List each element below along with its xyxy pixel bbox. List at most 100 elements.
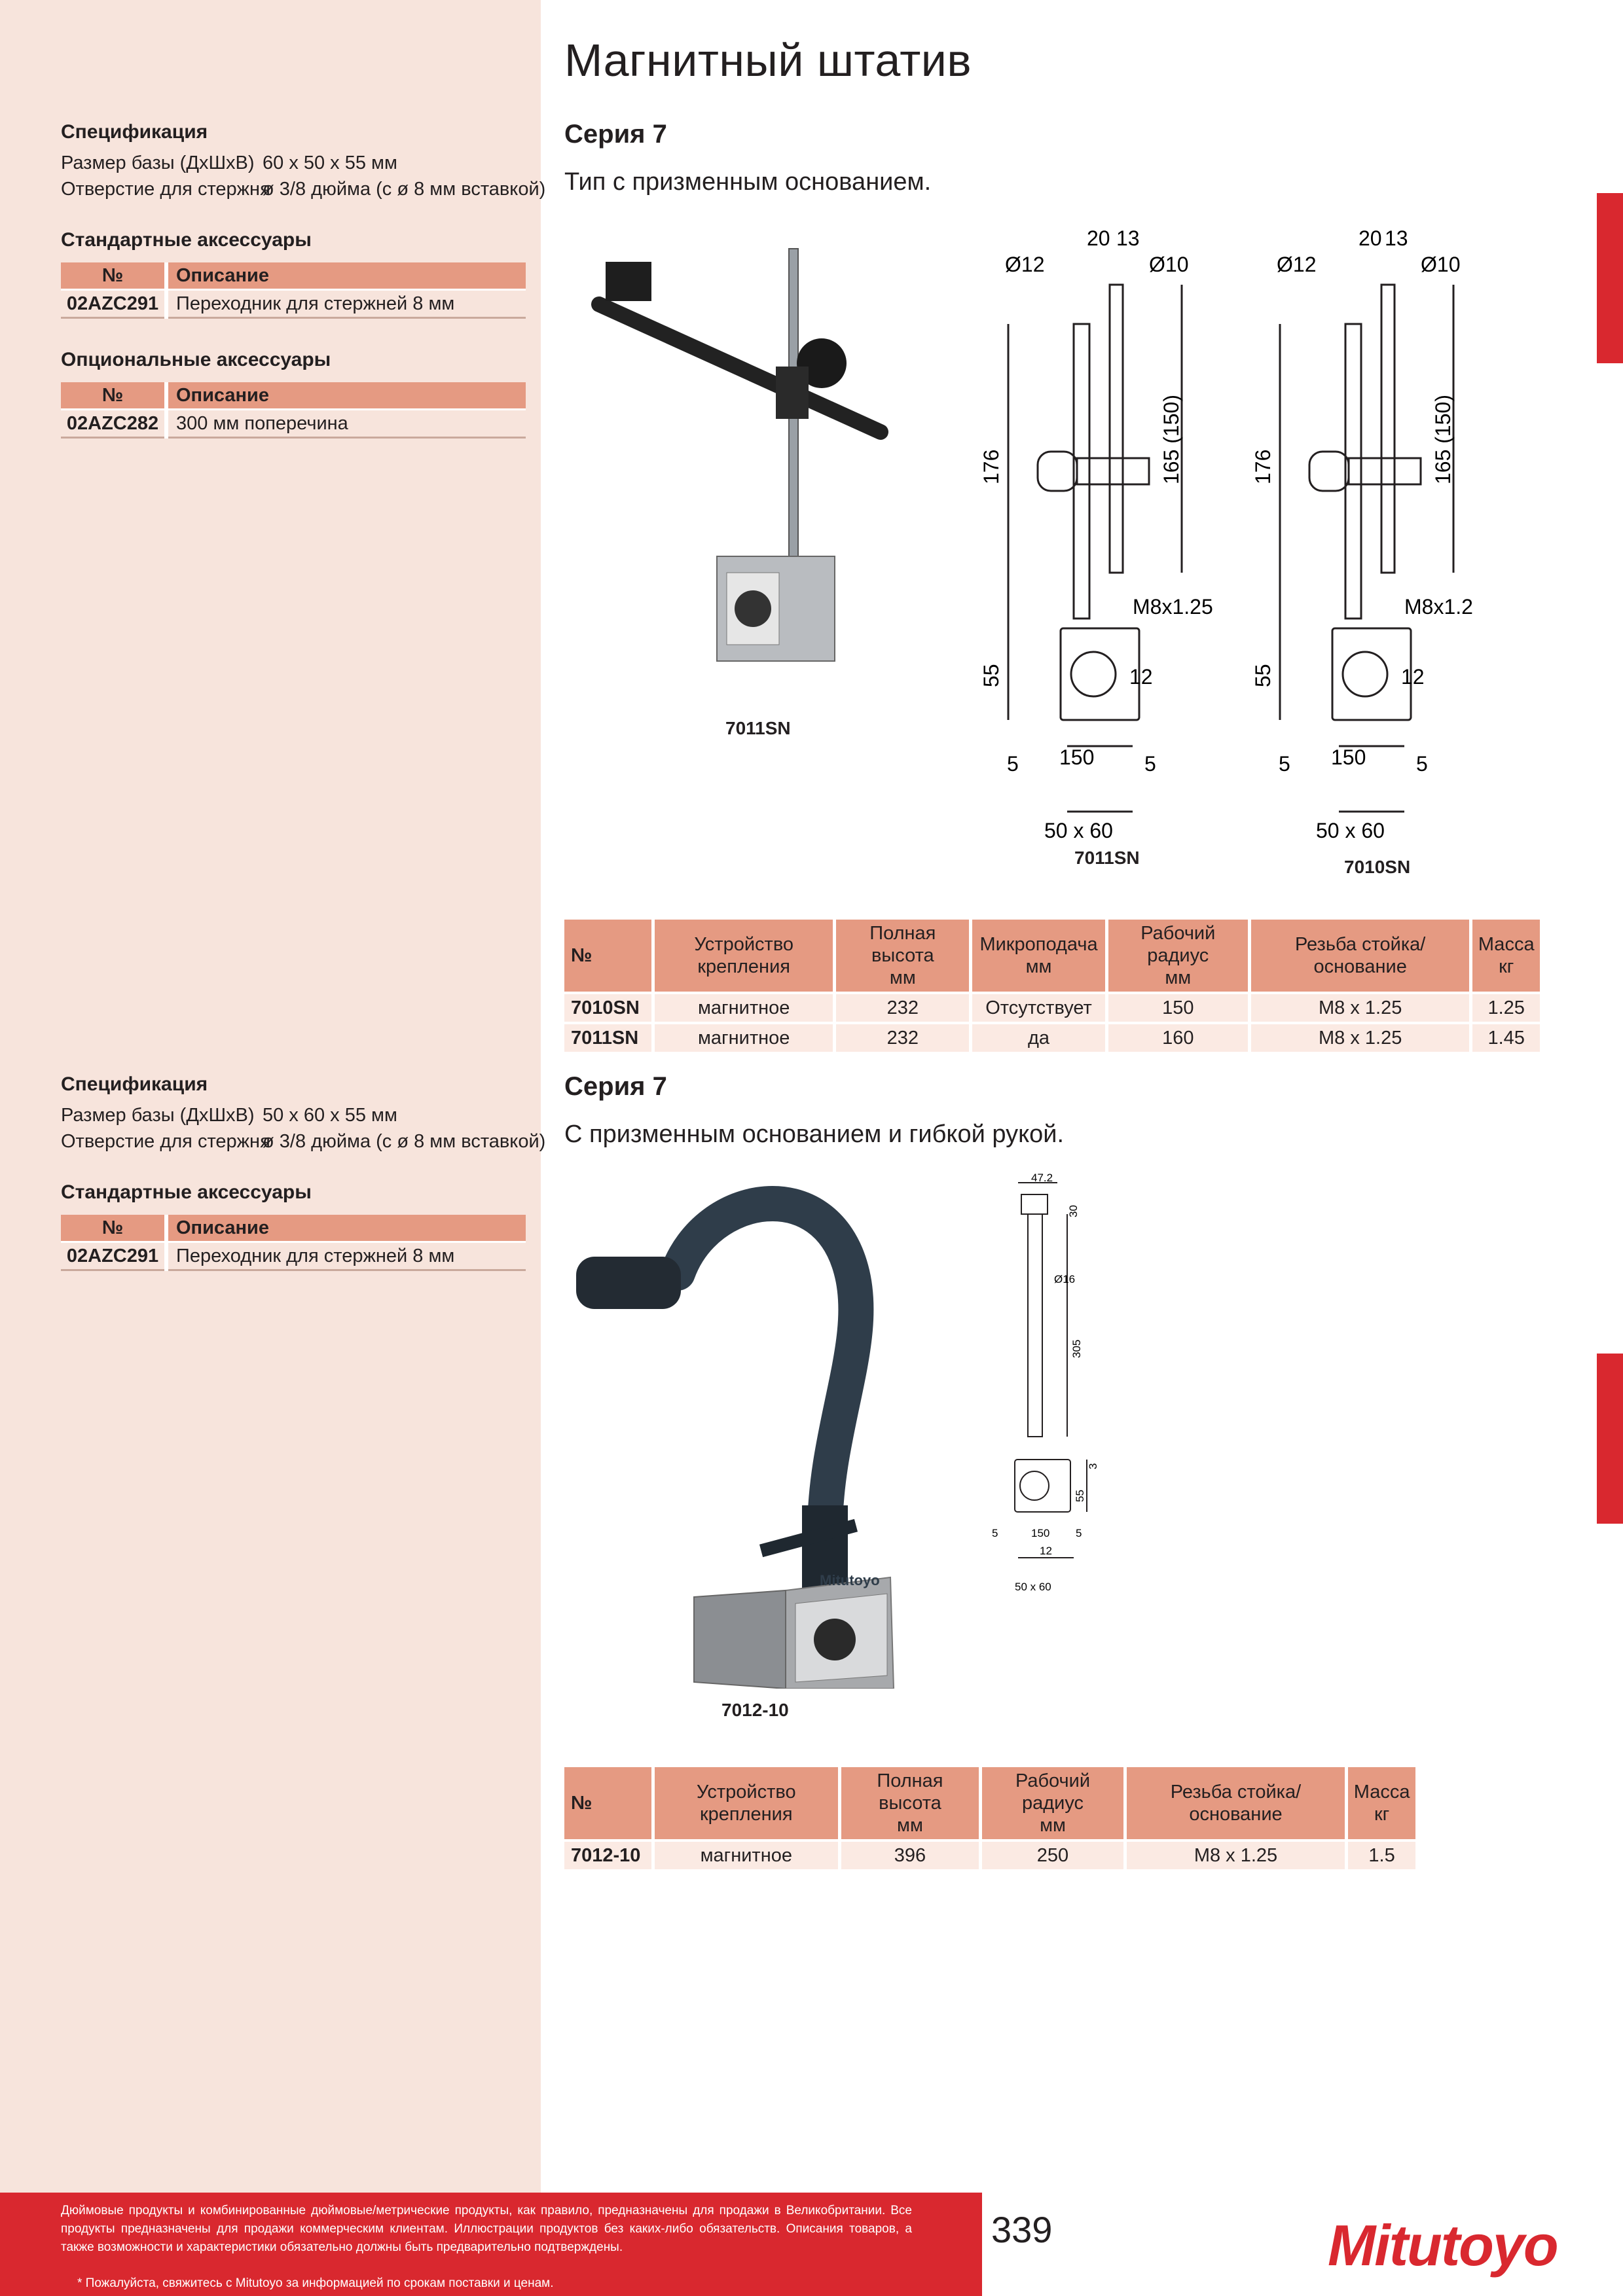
drawing-knob <box>1036 450 1078 492</box>
dim-d12: Ø12 <box>1005 253 1044 276</box>
drawing-arm <box>1027 1213 1043 1437</box>
series-heading: Серия 7 <box>564 120 667 149</box>
drawing-base <box>1014 1459 1071 1513</box>
series-heading: Серия 7 <box>564 1072 667 1101</box>
cell: 7010SN <box>564 992 655 1023</box>
opt-accessories-heading: Опциональные аксессуары <box>61 349 331 370</box>
table-row: 7010SN магнитное 232 Отсутствует 150 M8 … <box>564 992 1543 1023</box>
table-row: 02AZC282 300 мм поперечина <box>61 409 526 439</box>
dim-s5a: 5 <box>992 1527 998 1539</box>
cell: 1.45 <box>1470 1022 1543 1052</box>
page-number: 339 <box>991 2209 1053 2250</box>
dim-h55: 55 <box>1254 664 1275 687</box>
photo-caption: 7012-10 <box>721 1700 789 1720</box>
std-accessories-heading: Стандартные аксессуары <box>61 1181 312 1203</box>
drawing-switch <box>1341 651 1389 698</box>
drawing-rod-2 <box>1108 283 1124 574</box>
dim-h3: 3 <box>1087 1463 1099 1469</box>
dim-h55: 55 <box>1074 1490 1086 1502</box>
drawing-rod-2 <box>1380 283 1396 574</box>
spec-key: Размер базы (ДхШхВ) <box>61 152 255 173</box>
drawing-caption: 7010SN <box>1344 857 1411 877</box>
cell: 1.5 <box>1346 1839 1419 1869</box>
photo-brand-label: Mitutoyo <box>820 1572 880 1588</box>
photo-caption: 7011SN <box>725 718 791 738</box>
arm-holder <box>576 1257 681 1309</box>
dim-d10: Ø10 <box>1149 253 1188 276</box>
cross-arm <box>591 296 888 440</box>
table-row: 02AZC291 Переходник для стержней 8 мм <box>61 289 526 319</box>
dim-s5a: 5 <box>1279 752 1290 776</box>
dim-w: 47.2 <box>1031 1172 1053 1184</box>
dimension-drawing-7011sn: Ø12 20 13 Ø10 176 165 (150) M8x1.25 55 1… <box>982 226 1213 842</box>
cell-desc: Переходник для стержней 8 мм <box>166 1242 526 1271</box>
dim-d16: Ø16 <box>1054 1273 1075 1285</box>
std-accessories-table: № Описание 02AZC291 Переходник для стерж… <box>61 1215 526 1271</box>
cell: M8 x 1.25 <box>1249 1022 1473 1052</box>
footer-note: * Пожалуйста, свяжитесь с Mitutoyo за ин… <box>77 2276 554 2290</box>
opt-accessories-table: № Описание 02AZC282 300 мм поперечина <box>61 382 526 439</box>
brand-logo: Mitutoyo <box>1328 2213 1559 2278</box>
dim-thread: M8x1.25 <box>1133 595 1213 619</box>
col-desc: Описание <box>166 262 526 291</box>
cell: 232 <box>834 992 973 1023</box>
std-accessories-table: № Описание 02AZC291 Переходник для стерж… <box>61 262 526 319</box>
drawing-base <box>1059 627 1140 721</box>
cell: M8 x 1.25 <box>1249 992 1473 1023</box>
dim-d10: Ø10 <box>1421 253 1460 276</box>
col-header: Устройство крепления <box>653 920 837 993</box>
cell: 396 <box>839 1839 983 1869</box>
col-no: № <box>61 382 168 410</box>
cell: магнитное <box>653 1839 841 1869</box>
drawing-holder <box>1021 1194 1048 1215</box>
cell: 232 <box>834 1022 973 1052</box>
dim-h165: 165 (150) <box>1431 395 1455 484</box>
cell: 150 <box>1106 992 1251 1023</box>
clamp-knob <box>797 338 847 388</box>
col-desc: Описание <box>166 382 526 410</box>
drawing-knob <box>1308 450 1350 492</box>
cell: M8 x 1.25 <box>1125 1839 1349 1869</box>
table-row: 7012-10 магнитное 396 250 M8 x 1.25 1.5 <box>564 1839 1419 1869</box>
dim-h305: 305 <box>1070 1340 1083 1358</box>
drawing-rod <box>1344 323 1362 620</box>
dim-h176: 176 <box>1254 450 1275 484</box>
dim-base: 50 x 60 <box>1044 819 1113 842</box>
cell-no: 02AZC282 <box>61 409 168 439</box>
spec-value: ø 3/8 дюйма (с ø 8 мм вставкой) <box>263 179 546 200</box>
table-header-row: № Описание <box>61 262 526 291</box>
spec-heading: Спецификация <box>61 121 208 143</box>
spec-key: Отверстие для стержня <box>61 179 270 200</box>
cell: Отсутствует <box>970 992 1108 1023</box>
spec-value: 50 x 60 x 55 мм <box>263 1105 397 1126</box>
dimension-drawing-7010sn: Ø12 20 13 Ø10 176 165 (150) M8x1.2 55 12… <box>1254 226 1473 842</box>
product-photo-7012-10: Mitutoyo <box>576 1186 895 1689</box>
series-subtitle: С призменным основанием и гибкой рукой. <box>564 1121 1065 1148</box>
flexible-arm <box>660 1186 874 1549</box>
dim-s5a: 5 <box>1007 752 1019 776</box>
cell-desc: Переходник для стержней 8 мм <box>166 289 526 319</box>
dim-h55: 55 <box>982 664 1003 687</box>
cell-no: 02AZC291 <box>61 1242 168 1271</box>
table-row: 02AZC291 Переходник для стержней 8 мм <box>61 1242 526 1271</box>
cell: 1.25 <box>1470 992 1543 1023</box>
product-photo-7011sn <box>591 248 888 662</box>
col-no: № <box>61 262 168 291</box>
dim-w20: 20 <box>1087 226 1110 250</box>
sidebar-panel <box>0 0 541 2193</box>
footer: Дюймовые продукты и комбинированные дюйм… <box>0 2193 1623 2296</box>
table-header-row: № Описание <box>61 1215 526 1243</box>
dim-d12: Ø12 <box>1277 253 1316 276</box>
spec-key: Размер базы (ДхШхВ) <box>61 1105 255 1126</box>
clamp-holder <box>606 262 651 301</box>
arm-lock-lever <box>759 1518 858 1558</box>
